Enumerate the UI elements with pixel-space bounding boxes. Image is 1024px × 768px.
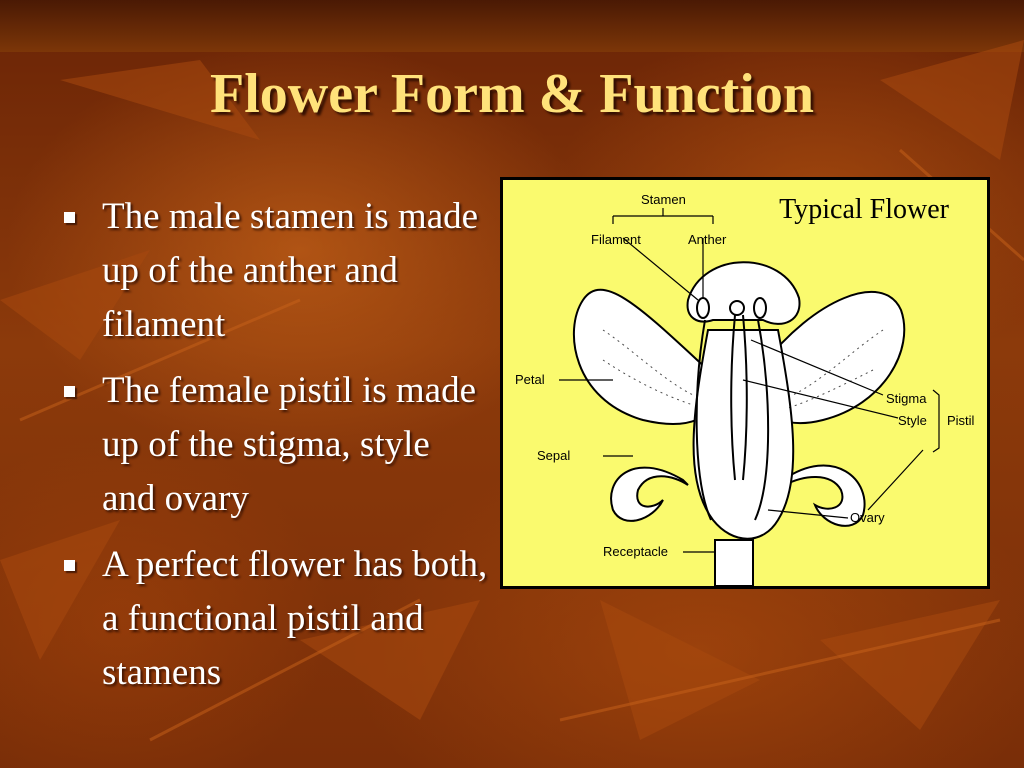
style-label: Style [898, 413, 927, 428]
diagram-title: Typical Flower [779, 194, 949, 225]
filament-label: Filament [591, 232, 641, 247]
petal-label: Petal [515, 372, 545, 387]
square-bullet-icon [64, 386, 75, 397]
square-bullet-icon [64, 560, 75, 571]
receptacle-label: Receptacle [603, 544, 668, 559]
stigma-label: Stigma [886, 391, 927, 406]
bullet-list: The male stamen is made up of the anther… [60, 190, 490, 712]
anther-label: Anther [688, 232, 727, 247]
sepal-label: Sepal [537, 448, 570, 463]
bullet-item: The female pistil is made up of the stig… [60, 364, 490, 526]
ovary-label: Ovary [850, 510, 885, 525]
slide-title: Flower Form & Function [210, 63, 814, 125]
bullet-text: The male stamen is made up of the anther… [102, 196, 479, 345]
bullet-item: A perfect flower has both, a functional … [60, 538, 490, 700]
flower-diagram: Stamen Filament Anther Petal Stigma Styl… [500, 177, 990, 589]
stamen-label: Stamen [641, 192, 686, 207]
bullet-item: The male stamen is made up of the anther… [60, 190, 490, 352]
flower-illustration: Stamen Filament Anther Petal Stigma Styl… [515, 192, 975, 586]
square-bullet-icon [64, 212, 75, 223]
top-band [0, 0, 1024, 52]
bullet-text: A perfect flower has both, a functional … [102, 544, 488, 693]
bullet-text: The female pistil is made up of the stig… [102, 370, 476, 519]
pistil-label: Pistil [947, 413, 975, 428]
